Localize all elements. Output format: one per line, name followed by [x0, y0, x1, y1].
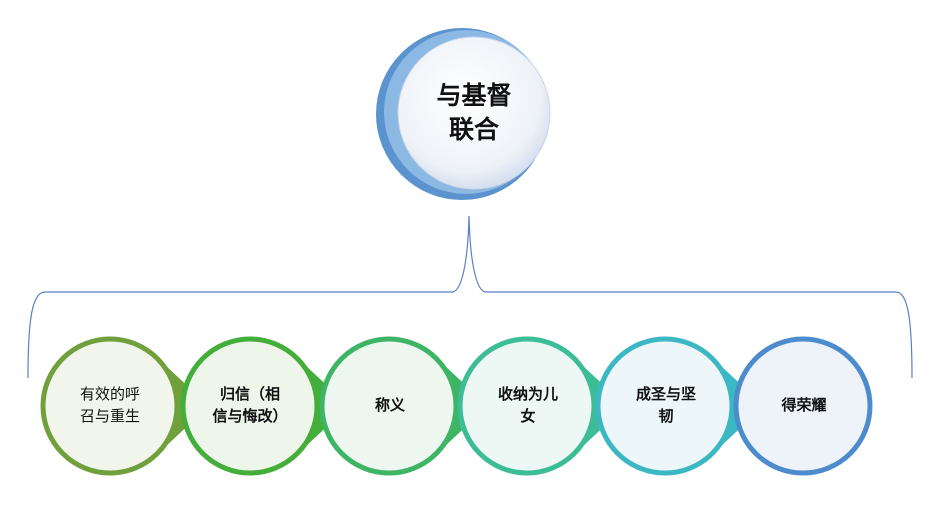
- step-circle: [319, 336, 459, 476]
- step-label-6: 得荣耀: [744, 370, 864, 440]
- step-label-line2: 召与重生: [79, 407, 140, 425]
- step-label-line2: 女: [520, 407, 536, 425]
- center-label-line1: 与基督: [436, 81, 512, 110]
- step-label-line1: 有效的呼: [79, 385, 140, 403]
- step-label-line1: 收纳为儿: [497, 385, 558, 403]
- center-label-line2: 联合: [448, 115, 499, 144]
- step-label-line2: 信与悔改）: [212, 407, 288, 425]
- step-circle: [180, 336, 320, 476]
- step-label-2: 归信（相 信与悔改）: [190, 370, 310, 440]
- step-label-line1: 归信（相: [219, 385, 280, 403]
- step-label-1: 有效的呼 召与重生: [50, 370, 170, 440]
- step-circle: [457, 336, 597, 476]
- step-label-line1: 得荣耀: [781, 396, 827, 414]
- step-label-4: 收纳为儿 女: [468, 370, 588, 440]
- step-circle: [733, 336, 873, 476]
- step-circle: [40, 336, 180, 476]
- step-label-line1: 称义: [374, 396, 405, 414]
- step-label-3: 称义: [330, 370, 450, 440]
- step-label-5: 成圣与坚 韧: [606, 370, 726, 440]
- bracket: [27, 215, 913, 379]
- step-label-line2: 韧: [658, 407, 674, 425]
- center-label: 与基督 联合: [404, 70, 544, 156]
- step-label-line1: 成圣与坚: [635, 385, 696, 403]
- center-circle: [397, 36, 551, 190]
- step-circle: [595, 336, 735, 476]
